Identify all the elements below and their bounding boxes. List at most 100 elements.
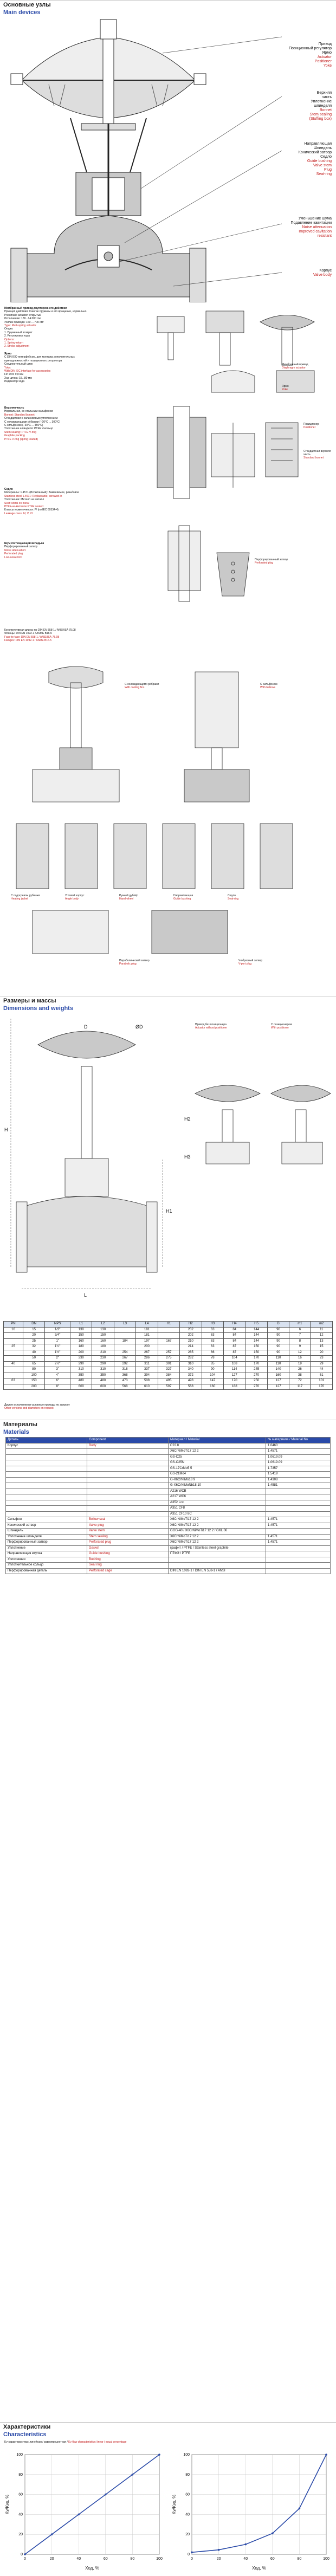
callout-noise-en-1: Improved cavitation [299,230,332,234]
table-cell: 202 [179,1326,202,1333]
detail-line: Фланцы: DIN EN 1092-1 / ASME B16.5 [4,632,52,636]
x-axis-label: Ход, % [252,2566,266,2571]
table-cell: 181 [135,1326,158,1333]
detail-line: Конструктивная длина: по DIN EN 558-1 / … [4,629,76,632]
table-cell: 40 [22,1349,46,1356]
table-cell: Perforated cage [87,1568,169,1574]
table-cell: 90 [267,1338,290,1344]
characteristics-header: Характеристики Characteristics [0,2422,336,2439]
figure-note-ru: С охлаждающими рёбрами [125,683,159,686]
y-axis-label: Kv/Kvs, % [5,2495,10,2514]
materials-title-en: Materials [3,1428,29,1435]
x-tick-label: 40 [243,2557,248,2561]
table-cell: 147 [201,1378,224,1384]
table-cell: 184 [113,1338,137,1344]
y-tick-label: 40 [185,2513,190,2516]
callout-bonnet-ru-2: Уплотнение [311,100,332,104]
x-tick-label: 40 [76,2557,81,2561]
detail-line: Type: Multi-spring actuator [4,323,36,327]
table-cell [5,1511,87,1517]
detail-block-actuator: Мембранный привод двустороннего действия… [4,307,140,348]
table-cell: 310 [179,1361,202,1367]
dimensions-footnote: Другие исполнения и условные проходы по … [4,1403,329,1410]
detail-line: Уплотнение: Металл на металл [4,498,44,502]
table-cell: 337 [135,1367,158,1373]
table-cell: 19 [289,1361,311,1367]
table-cell: GS-17CrMo5 5 [168,1465,266,1472]
table-cell: X6CrNiMoTi17 12 2 [168,1448,266,1455]
data-point [272,2532,274,2535]
mat-head-mat-ru: Материал [170,1438,185,1441]
table-cell: Конический затвор [5,1522,87,1529]
table-cell [266,1499,331,1506]
mat-head-part-en: Component [89,1438,106,1441]
table-cell: 310 [70,1367,93,1373]
table-row: A351 CF10 8C [5,1511,331,1517]
data-point [77,2513,80,2516]
materials-table-head: Деталь Component Материал / Material № м… [5,1437,331,1444]
callout-trim: Направляющая Шпиндель Конический затвор … [255,142,332,177]
table-cell [3,1338,23,1344]
data-point [158,2454,160,2456]
dim-head: L1 [70,1321,93,1328]
table-cell: 275 [157,1355,180,1362]
table-cell: 230 [70,1355,93,1362]
table-cell: Stem sealing [87,1533,169,1540]
table-cell: 4" [44,1372,71,1378]
x-axis-label: Ход, % [85,2566,99,2571]
table-cell: 90 [267,1332,290,1339]
detail-line: Graphite packing [4,434,25,438]
table-cell [113,1344,137,1350]
table-cell [87,1465,169,1472]
table-cell: 254 [113,1349,137,1356]
detail-line: With DIN IEC interface for accessories [4,369,51,373]
callout-noise-en-0: Noise attenuation [302,225,332,230]
table-cell: A351 CF8 [168,1505,266,1512]
table-cell [5,1460,87,1466]
callout-body-en-0: Valve body [313,273,332,277]
figure-note-ru: Угловой корпус [65,894,85,897]
dim-label-h2: H2 [184,1116,191,1122]
table-cell: ПТФЭ / PTFE [168,1551,266,1557]
characteristics-title-ru: Характеристики [3,2424,51,2430]
table-cell: 25 [3,1344,23,1350]
detail-line: Perforated plug [4,552,23,556]
figure-note-en: Heating jacket [11,897,28,901]
table-cell: 100 [22,1372,46,1378]
table-cell [266,1545,331,1551]
table-cell: 1" [44,1338,71,1344]
table-cell [5,1494,87,1500]
detail-block-noise-heading: Шум поглощающий вкладыш [4,542,44,545]
table-cell: 340 [179,1367,202,1373]
dim-label-od: ØD [135,1024,143,1030]
table-cell: 286 [135,1355,158,1362]
callout-noise: Уменьшение шума Подавление кавитации Noi… [255,217,332,238]
table-cell: Perforated plug [87,1539,169,1546]
table-cell: 597 [157,1383,180,1390]
table-cell [87,1494,169,1500]
table-cell: 15 [310,1344,333,1350]
figure-note-standard-bonnet: Стандартная верхняя часть Standard bonne… [303,450,333,459]
table-cell: 1.4571 [266,1517,331,1523]
figure-note-ru: Ярмо [282,385,289,388]
detail-line: Уплотнение шпинделя: PTFE V-кольцо [4,427,53,431]
table-cell: 26 [289,1367,311,1373]
callout-trim-en-0: Guide bushing [307,159,332,164]
table-cell: 84 [223,1326,246,1333]
table-cell [5,1465,87,1472]
dimensions-title-ru: Размеры и массы [3,998,56,1004]
materials-table: Деталь Component Материал / Material № м… [5,1437,331,1574]
figure-note-en: Guide bushing [173,897,191,901]
y-tick-label: 60 [18,2493,23,2497]
callout-trim-ru-3: Седло [320,155,332,159]
figure-note-ru: Направляющая [173,894,193,897]
table-cell: 87 [223,1349,246,1356]
table-cell: 250 [245,1378,268,1384]
table-cell: 311 [135,1361,158,1367]
